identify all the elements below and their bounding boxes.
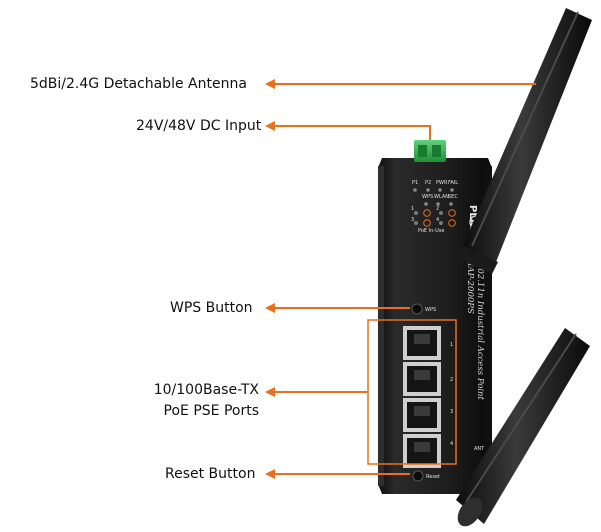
led-label-p2: P2 bbox=[425, 180, 431, 186]
led-port-1: 1 bbox=[411, 206, 414, 212]
led-label-fail: FAIL bbox=[448, 180, 458, 186]
ethernet-port-1: 1 bbox=[403, 326, 453, 360]
dc-input-arrow bbox=[265, 121, 431, 140]
reset-arrow bbox=[265, 469, 410, 479]
port-number-3: 3 bbox=[450, 409, 453, 415]
port-number-1: 1 bbox=[450, 342, 453, 348]
wps-arrow bbox=[265, 303, 410, 313]
led-panel: P1 P2 PWR FAIL WPS WLAN SEC 1 2 3 4 PoE … bbox=[411, 180, 458, 234]
ethernet-ports: 1 2 3 4 bbox=[403, 326, 453, 468]
led-port-2: 2 bbox=[436, 206, 439, 212]
reset-button: Reset bbox=[412, 470, 440, 482]
top-antenna bbox=[456, 8, 592, 274]
ethernet-port-4: 4 bbox=[403, 434, 453, 468]
dc-input-callout-label: 24V/48V DC Input bbox=[136, 118, 262, 134]
model-name: IAP-2000PS bbox=[465, 262, 475, 314]
ethernet-port-2: 2 bbox=[403, 362, 453, 396]
dc-input-connector bbox=[414, 140, 446, 162]
product-name: 802.11n Industrial Access Point bbox=[475, 263, 485, 401]
port-number-2: 2 bbox=[450, 377, 453, 383]
led-label-pwr: PWR bbox=[436, 180, 448, 186]
ethernet-port-3: 3 bbox=[403, 398, 453, 432]
port-number-4: 4 bbox=[450, 441, 453, 447]
bottom-antenna bbox=[456, 328, 590, 527]
poe-in-use-label: PoE In-Use bbox=[418, 228, 444, 234]
led-port-3: 3 bbox=[411, 217, 414, 223]
antenna-arrow bbox=[265, 79, 536, 89]
wps-button: WPS bbox=[411, 303, 436, 315]
reset-button-label: Reset bbox=[426, 474, 440, 480]
ports-callout-label-line2: PoE PSE Ports bbox=[163, 403, 259, 419]
led-label-p1: P1 bbox=[412, 180, 418, 186]
ports-arrow bbox=[265, 387, 368, 397]
reset-button-callout-label: Reset Button bbox=[165, 466, 256, 482]
led-label-wlan: WLAN bbox=[434, 194, 449, 200]
ports-callout-label-line1: 10/100Base-TX bbox=[153, 382, 259, 398]
antenna-callout-label: 5dBi/2.4G Detachable Antenna bbox=[30, 76, 247, 92]
wps-button-label: WPS bbox=[425, 307, 436, 313]
led-label-sec: SEC bbox=[448, 194, 458, 200]
led-port-4: 4 bbox=[436, 217, 439, 223]
ant-label: ANT bbox=[474, 446, 485, 452]
led-label-wps: WPS bbox=[422, 194, 433, 200]
wps-button-callout-label: WPS Button bbox=[170, 300, 253, 316]
